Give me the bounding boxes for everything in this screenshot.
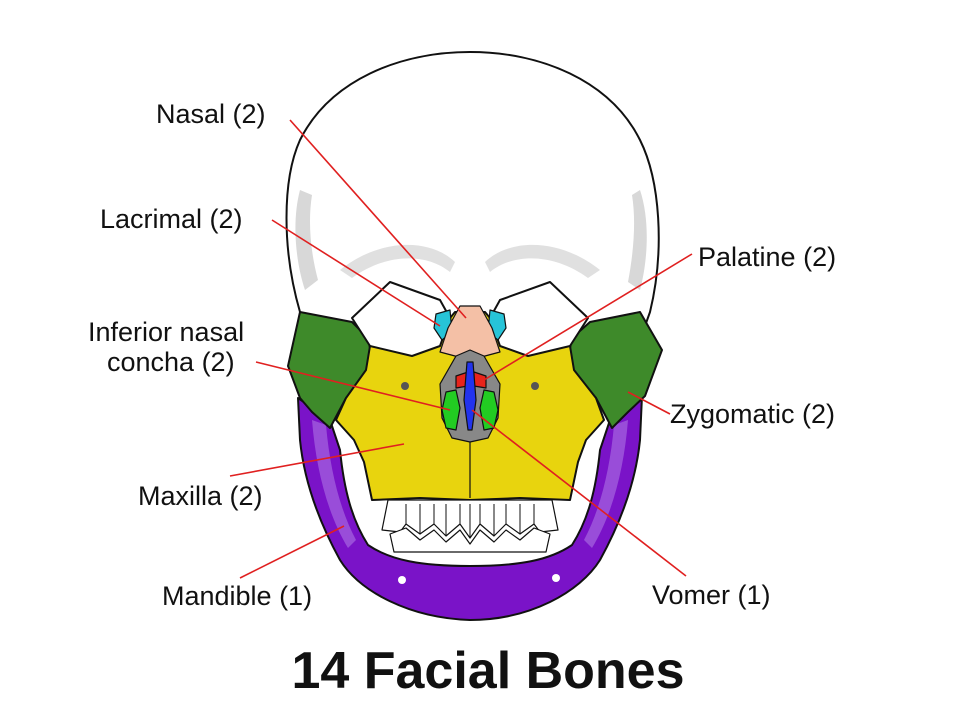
cranium [285,51,660,341]
label-maxilla: Maxilla (2) [138,481,263,511]
mental-foramen-left [398,576,406,584]
tooth-gaps [405,504,535,538]
leader-palatine [483,253,693,381]
leader-lacrimal [271,219,441,327]
mental-foramen-right [552,574,560,582]
brow-ridge-shading [340,244,600,278]
label-vomer: Vomer (1) [652,580,771,610]
nasal-bone [439,305,501,361]
leader-vomer [471,409,687,577]
inferior-nasal-concha-left [441,389,461,431]
lower-teeth [389,527,551,553]
label-nasal: Nasal (2) [156,99,266,129]
mandible-bone [297,395,643,621]
leader-zygomatic [627,391,671,415]
teeth [381,499,559,553]
leader-maxilla [229,443,405,477]
diagram-title: 14 Facial Bones [291,642,684,700]
cranium-shading-right [628,190,647,290]
infraorbital-foramen-right [531,382,539,390]
label-inferior-nasal-concha-line2: concha (2) [107,347,235,377]
infraorbital-foramen-left [401,382,409,390]
label-inferior-nasal-concha-line1: Inferior nasal [88,317,244,347]
leader-nasal [289,119,467,319]
label-palatine: Palatine (2) [698,242,836,272]
mandible-highlight [312,420,628,548]
label-lacrimal: Lacrimal (2) [100,204,243,234]
leader-mandible [239,525,345,579]
leader-inferior-nasal-concha [255,361,451,411]
label-mandible: Mandible (1) [162,581,312,611]
label-zygomatic: Zygomatic (2) [670,399,835,429]
cranium-shading-left [295,190,318,290]
vomer-bone [463,361,477,431]
